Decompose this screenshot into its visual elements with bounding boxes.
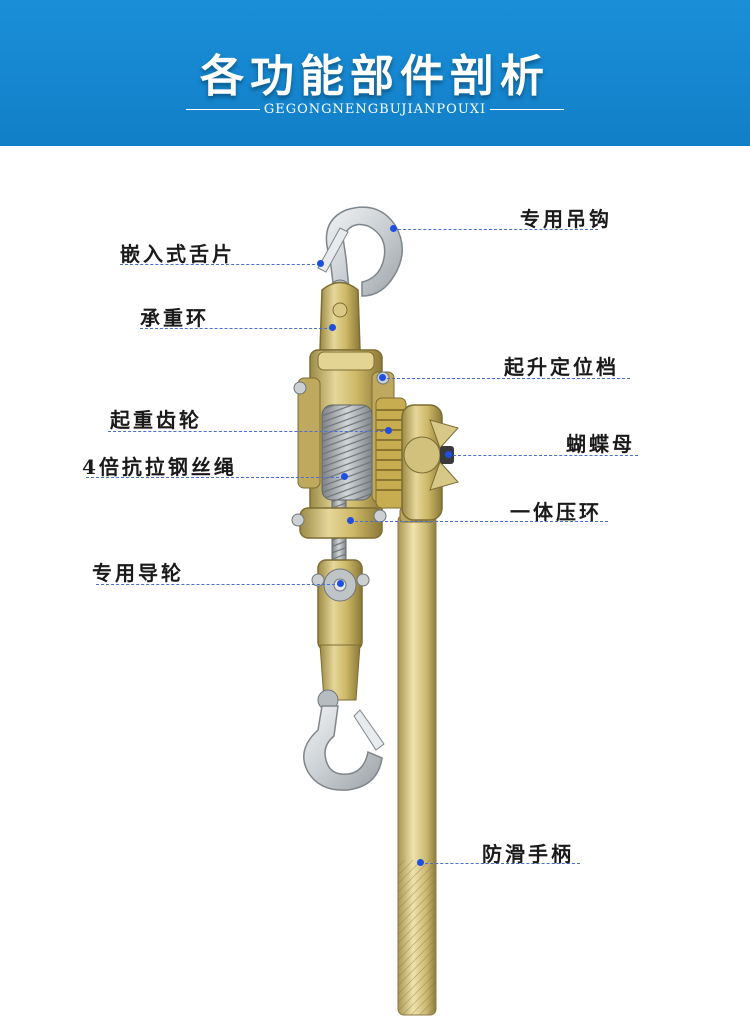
dot-wire-rope bbox=[341, 473, 348, 480]
dot-guide-wheel bbox=[337, 580, 344, 587]
label-gear: 起重齿轮 bbox=[110, 408, 202, 432]
dot-lift-stop bbox=[379, 374, 386, 381]
dot-tongue bbox=[317, 260, 324, 267]
subtitle-row: GEGONGNENGBUJIANPOUXI bbox=[186, 101, 565, 117]
leader-guide-wheel bbox=[96, 584, 340, 585]
dot-handle bbox=[417, 859, 424, 866]
subtitle-line-right bbox=[490, 108, 565, 110]
dot-gear bbox=[385, 427, 392, 434]
label-wire-rope: 4倍抗拉钢丝绳 bbox=[82, 455, 237, 479]
leader-lift-stop bbox=[382, 378, 630, 379]
label-hook-top: 专用吊钩 bbox=[520, 207, 612, 231]
subtitle-line-left bbox=[186, 108, 260, 110]
wire-rope-drum-shape bbox=[321, 404, 373, 571]
leader-hook-top bbox=[393, 229, 598, 230]
ratchet-plate-shape bbox=[401, 404, 459, 521]
label-guide-wheel: 专用导轮 bbox=[92, 561, 184, 585]
leader-bearing-ring bbox=[140, 328, 332, 329]
dot-bearing-ring bbox=[329, 324, 336, 331]
leader-handle bbox=[420, 863, 580, 864]
bearing-ring-shape bbox=[319, 281, 361, 351]
press-ring-shape bbox=[291, 507, 387, 539]
label-press-ring: 一体压环 bbox=[510, 500, 602, 524]
dot-press-ring bbox=[347, 517, 354, 524]
dot-wing-nut bbox=[445, 451, 452, 458]
leader-wing-nut bbox=[448, 455, 638, 456]
bottom-hook-shape bbox=[303, 705, 385, 791]
label-bearing-ring: 承重环 bbox=[140, 306, 209, 330]
label-tongue: 嵌入式舌片 bbox=[120, 242, 235, 266]
leader-wire-rope bbox=[86, 477, 344, 478]
header-banner: 各功能部件剖析 GEGONGNENGBUJIANPOUXI bbox=[0, 0, 750, 146]
dot-hook-top bbox=[390, 225, 397, 232]
label-handle: 防滑手柄 bbox=[482, 842, 574, 866]
label-wing-nut: 蝴蝶母 bbox=[566, 432, 635, 456]
leader-press-ring bbox=[350, 521, 608, 522]
label-lift-stop: 起升定位档 bbox=[504, 355, 619, 379]
page-subtitle: GEGONGNENGBUJIANPOUXI bbox=[263, 101, 487, 117]
handle-shape bbox=[397, 507, 437, 1016]
page-title: 各功能部件剖析 bbox=[200, 51, 550, 102]
leader-gear bbox=[108, 431, 388, 432]
leader-tongue bbox=[120, 264, 320, 265]
